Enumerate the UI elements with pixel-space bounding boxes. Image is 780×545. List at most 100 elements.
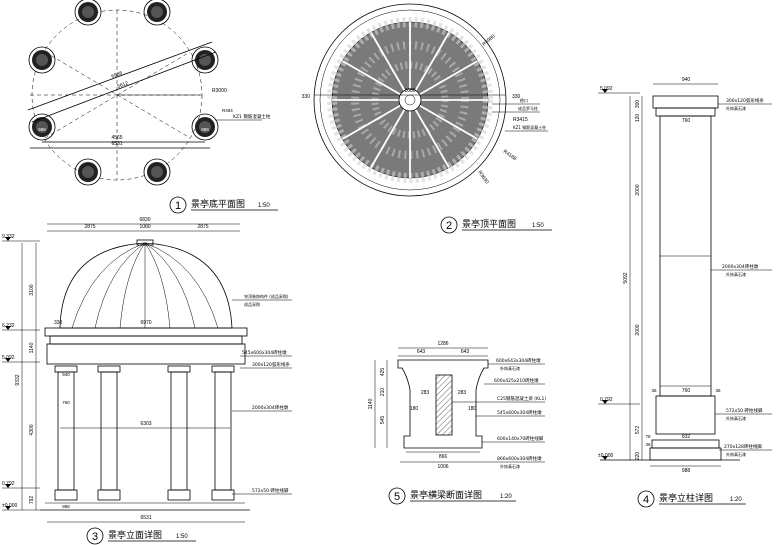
beam5-note-6: 866x600x304砖柱墩 [497,455,542,462]
view5-beam-section: 1286 643 643 283 283 180 180 866 1006 11… [368,341,546,505]
elev3-dim-6303: 6303 [140,421,151,427]
elev3-columns [54,365,235,501]
plan1-column [74,0,102,26]
elev3-dome-crown [136,239,154,246]
elev3-dim-988: 988 [62,504,70,509]
view2-number: 2 [446,220,452,232]
col4-w760a: 760 [682,118,691,124]
elev3-levels: 9.332 6.232 5.092 0.792 ±0.000 [2,234,40,511]
view3-number-badge [86,527,104,545]
col4-footing [649,447,722,461]
elev3-dim-2875-right: 2875 [197,224,208,230]
plan2-note-kz1: KZ1 钢筋混凝土柱 [513,124,546,130]
view1-ground-plan: 6988 5612 R3000 4565 6531 988 988 R494 K… [27,0,278,214]
plan2-r3415: R3415 [513,117,528,123]
elev3-h4300: 4300 [29,424,35,435]
plan1-dim-line-a [27,41,213,111]
elev3-level-6232: 6.232 [2,323,15,329]
col4-h572: 572 [635,426,641,435]
elev3-dim-1080: 1080 [139,224,150,230]
plan2-dim-1080: 1080 [404,88,415,94]
plan2-eave-ring [319,9,501,191]
beam5-note-1: 600x643x304砖柱墩 [496,357,541,364]
elev3-dim-6531: 6531 [140,515,151,521]
plan1-column [191,113,219,141]
elev3-cornice [44,327,248,337]
col4-level-mark-top [602,89,608,93]
plan1-column [143,0,171,26]
plan1-col-dia-left: 988 [38,127,46,132]
col4-note-1: 300x120弧形线条 [726,97,764,104]
col4-w760b: 760 [682,388,691,394]
elev3-column [54,365,78,501]
beam5-note-3: C25钢筋混凝土梁 (KL1) [497,395,546,402]
beam5-w643b: 643 [461,349,470,355]
plan2-dim-330-right: 330 [512,94,521,100]
view1-number: 1 [175,200,181,212]
col4-capital-neck [655,107,716,117]
beam5-h545: 545 [380,416,386,425]
elev3-frieze [49,335,243,345]
elev3-column [211,365,235,501]
col4-note-3: 572x50 砖柱线脚 [726,407,763,414]
col4-level-0792: 0.792 [600,397,613,403]
elev3-level-5092: 5.092 [2,355,15,361]
view3-title: 景亭立面详图 [108,529,162,541]
col4-w988: 988 [682,468,691,474]
beam5-note-1b: 外饰真石漆 [500,365,520,371]
plan2-note-eave: 檐口 [520,97,528,103]
elev3-h3100: 3100 [29,284,35,295]
col4-note-2b: 外饰真石漆 [726,271,746,277]
plan2-outer-ring [313,3,507,197]
col4-note-1b: 外饰真石漆 [726,105,746,111]
col4-h2000b: 2000 [635,324,641,335]
view3-number: 3 [92,531,98,543]
beam5-h210: 210 [380,388,386,397]
col4-h36c: 36 [645,442,651,447]
elev3-beam [46,343,246,365]
elev3-h1140: 1140 [29,342,35,353]
plan1-column [191,46,219,74]
plan2-crown [398,88,422,112]
plan2-r4168: R4168 [502,149,518,162]
beam5-note-4: 545x600x304砖柱墩 [497,409,542,416]
elev3-note-2: 300x120弧形线条 [252,361,290,368]
view1-caption: 1 景亭底平面图 1:50 [169,196,278,214]
elev3-h792: 792 [29,496,35,505]
col4-note-4b: 外饰真石漆 [726,451,746,457]
elev3-w940: 940 [62,372,70,377]
elev3-dim-330: 330 [54,320,63,326]
plan1-column [28,113,56,141]
beam5-h425: 425 [380,368,386,377]
view2-caption: 2 景亭顶平面图 1:50 [440,216,552,234]
plan1-col-dia-right: 988 [201,127,209,132]
col4-level-mark-mid [602,400,608,404]
plan1-dim-4565: 4565 [111,135,122,141]
elev3-note-1: 545x600x304砖柱墩 [242,349,287,356]
plan2-r3630: R3630 [476,170,489,186]
elev3-note-4: 572x50 砖柱线脚 [252,487,289,494]
view4-scale: 1:20 [730,497,742,503]
elev3-w760: 760 [62,400,70,405]
plan1-r3000: R3000 [212,88,227,94]
beam5-h180b: 180 [468,406,477,412]
view5-title: 景亭横梁断面详图 [410,489,482,501]
col4-h2000a: 2000 [635,184,641,195]
col4-w832: 832 [682,434,691,440]
plan1-dim-6531: 6531 [111,141,122,147]
view3-scale: 1:50 [176,534,188,540]
elev3-dim-6970: 6970 [140,320,151,326]
plan1-column [28,46,56,74]
beam5-h283a: 283 [421,390,430,396]
plan1-r494: R494 [222,108,233,113]
view2-title: 景亭顶平面图 [462,218,516,230]
col4-h78: 78 [645,434,651,439]
view4-caption: 4 景亭立柱详图 1:20 [637,490,746,508]
elev3-h9332: 9332 [15,374,21,385]
beam5-w1006: 1006 [437,464,448,470]
elev3-dome [59,242,233,329]
view5-caption: 5 景亭横梁断面详图 1:20 [388,487,516,505]
beam5-concrete-core [435,374,453,436]
plan2-ribs [332,22,488,178]
beam5-h283b: 283 [458,390,467,396]
